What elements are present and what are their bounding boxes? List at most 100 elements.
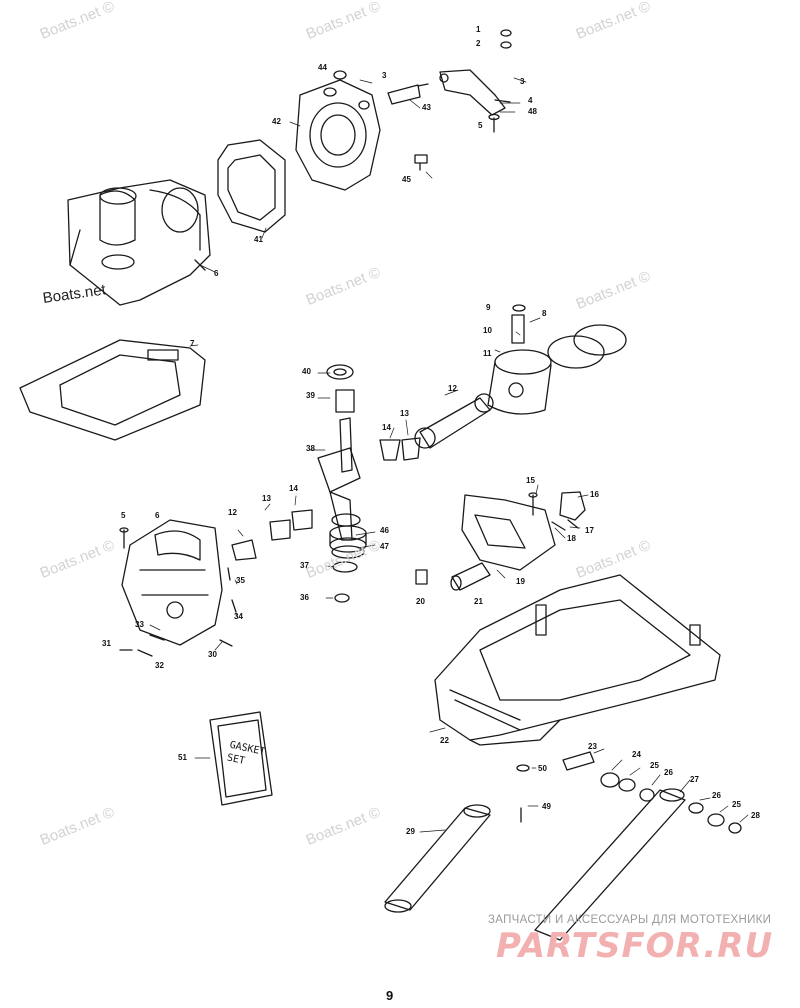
callout-27: 27 <box>690 775 699 784</box>
crankshaft-part-38 <box>317 417 361 541</box>
pin-part-34 <box>231 599 237 613</box>
callout-14: 14 <box>382 423 391 432</box>
label-part-20 <box>415 569 428 585</box>
clip-part-9 <box>512 304 526 312</box>
callout-44: 44 <box>318 63 327 72</box>
piston-rings-part-8 <box>547 324 627 369</box>
plug-part-43 <box>387 83 429 105</box>
callout-35: 35 <box>236 576 245 585</box>
callout-36: 36 <box>300 593 309 602</box>
callout-18: 18 <box>567 534 576 543</box>
washer-part-26b <box>688 802 704 814</box>
screw-part-18 <box>551 521 566 531</box>
callout-13: 13 <box>400 409 409 418</box>
crankcase-part-6 <box>121 519 223 646</box>
screw-part-45 <box>414 154 428 171</box>
screw-part-17 <box>567 519 579 529</box>
screw-part-5 <box>119 527 129 549</box>
callout-39: 39 <box>306 391 315 400</box>
sleeve-part-21 <box>450 562 491 591</box>
washer-part-25 <box>618 778 636 792</box>
callout-19: 19 <box>516 577 525 586</box>
callout-51: 51 <box>178 753 187 762</box>
pin-part-23 <box>562 751 595 771</box>
page-number: 9 <box>386 988 394 1003</box>
callout-22: 22 <box>440 736 449 745</box>
seal-part-40 <box>326 364 354 380</box>
callout-46: 46 <box>380 526 389 535</box>
washer-part-2 <box>500 41 512 49</box>
cylinder-block-part-6 <box>67 179 211 306</box>
callout-26: 26 <box>664 768 673 777</box>
bearing-part-14-lower <box>291 509 313 531</box>
callout-2: 2 <box>476 39 481 48</box>
callout-12: 12 <box>448 384 457 393</box>
bearing-part-14 <box>379 439 401 461</box>
callout-24: 24 <box>632 750 641 759</box>
screw-part-32 <box>137 649 153 657</box>
cover-part-42 <box>295 79 381 191</box>
callout-1: 1 <box>476 25 481 34</box>
callout-37: 37 <box>300 561 309 570</box>
tilt-tube-part-29 <box>384 804 491 913</box>
bracket-part-4 <box>439 69 511 116</box>
bearing-part-12 <box>231 539 257 561</box>
tube-part-27 <box>534 788 686 941</box>
callout-14: 14 <box>289 484 298 493</box>
bearing-part-13 <box>401 437 421 461</box>
callout-38: 38 <box>306 444 315 453</box>
callout-13: 13 <box>262 494 271 503</box>
pin-part-35 <box>227 567 231 581</box>
callout-32: 32 <box>155 661 164 670</box>
seal-part-47 <box>331 545 365 559</box>
nut-part-44 <box>333 70 347 80</box>
piston-part-11 <box>487 349 552 415</box>
callout-41: 41 <box>254 235 263 244</box>
callout-11: 11 <box>483 349 492 358</box>
callout-3: 3 <box>382 71 387 80</box>
washer-part-50 <box>516 764 530 772</box>
connecting-rod-part-12 <box>414 393 494 449</box>
washer-part-26 <box>639 788 655 802</box>
bolt-part-5 <box>488 113 500 133</box>
bearing-part-13-lower <box>269 519 291 541</box>
callout-5: 5 <box>478 121 483 130</box>
callout-9: 9 <box>486 303 491 312</box>
gasket-part-7 <box>19 339 206 441</box>
callout-8: 8 <box>542 309 547 318</box>
callout-28: 28 <box>751 811 760 820</box>
callout-16: 16 <box>590 490 599 499</box>
nut-part-1 <box>500 29 512 37</box>
ring-part-36 <box>334 593 350 603</box>
callout-17: 17 <box>585 526 594 535</box>
callout-10: 10 <box>483 326 492 335</box>
brand-tagline: ЗАПЧАСТИ И АКСЕССУАРЫ ДЛЯ МОТОТЕХНИКИ <box>488 914 772 926</box>
brand-logo: PARTSFOR.RU <box>496 926 774 966</box>
bearing-part-46 <box>329 525 367 553</box>
callout-49: 49 <box>542 802 551 811</box>
callout-29: 29 <box>406 827 415 836</box>
bearing-part-39 <box>335 389 355 413</box>
callout-5: 5 <box>121 511 126 520</box>
callout-42: 42 <box>272 117 281 126</box>
callout-23: 23 <box>588 742 597 751</box>
callout-33: 33 <box>135 620 144 629</box>
callout-40: 40 <box>302 367 311 376</box>
callout-34: 34 <box>234 612 243 621</box>
callout-25: 25 <box>650 761 659 770</box>
callout-21: 21 <box>474 597 483 606</box>
swivel-bracket-part-22 <box>434 574 721 746</box>
screw-part-30 <box>219 639 233 647</box>
screw-part-33 <box>149 634 165 641</box>
callout-31: 31 <box>102 639 111 648</box>
callout-45: 45 <box>402 175 411 184</box>
callout-20: 20 <box>416 597 425 606</box>
callout-26: 26 <box>712 791 721 800</box>
cover-plate-part-19 <box>461 494 556 571</box>
callout-43: 43 <box>422 103 431 112</box>
callout-47: 47 <box>380 542 389 551</box>
washer-part-25b <box>707 813 725 827</box>
nut-part-28 <box>728 822 742 834</box>
piston-pin-part-10 <box>511 314 525 344</box>
